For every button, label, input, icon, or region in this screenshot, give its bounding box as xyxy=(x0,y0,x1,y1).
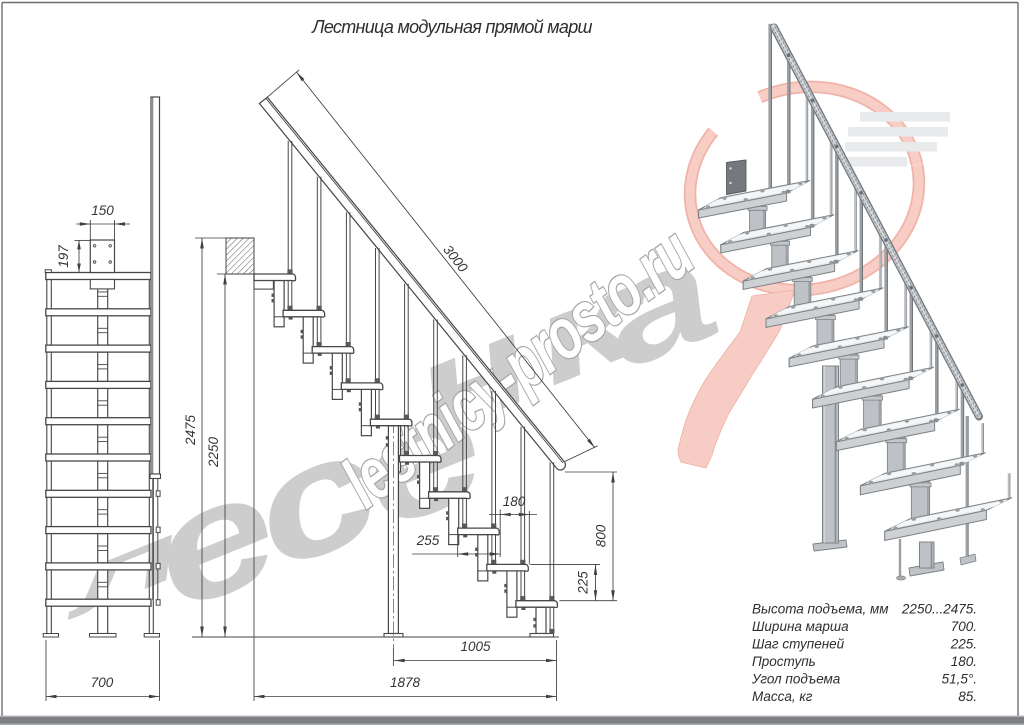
svg-text:225.: 225. xyxy=(950,637,977,652)
svg-text:800: 800 xyxy=(594,524,609,547)
svg-text:180.: 180. xyxy=(951,654,977,669)
svg-text:Лестница модульная прямой марш: Лестница модульная прямой марш xyxy=(311,17,592,37)
svg-text:Масса, кг: Масса, кг xyxy=(752,689,813,704)
svg-text:2250...2475.: 2250...2475. xyxy=(901,602,977,617)
svg-text:700: 700 xyxy=(91,675,114,690)
svg-text:2250: 2250 xyxy=(206,436,221,468)
svg-text:197: 197 xyxy=(56,245,71,268)
svg-text:Высота подъема, мм: Высота подъема, мм xyxy=(752,602,888,617)
svg-text:Ширина марша: Ширина марша xyxy=(752,619,849,634)
svg-text:2475: 2475 xyxy=(183,414,198,446)
svg-text:85.: 85. xyxy=(958,689,977,704)
svg-text:225: 225 xyxy=(576,571,591,595)
svg-text:1005: 1005 xyxy=(460,639,491,654)
svg-text:Проступь: Проступь xyxy=(752,654,816,669)
svg-text:Угол подъема: Угол подъема xyxy=(751,672,841,687)
svg-text:51,5°.: 51,5°. xyxy=(942,672,977,687)
svg-text:1878: 1878 xyxy=(390,675,421,690)
svg-text:700.: 700. xyxy=(951,619,977,634)
svg-text:Шаг ступеней: Шаг ступеней xyxy=(752,637,845,652)
svg-text:150: 150 xyxy=(91,203,114,218)
svg-text:255: 255 xyxy=(416,533,440,548)
svg-text:180: 180 xyxy=(503,494,526,509)
